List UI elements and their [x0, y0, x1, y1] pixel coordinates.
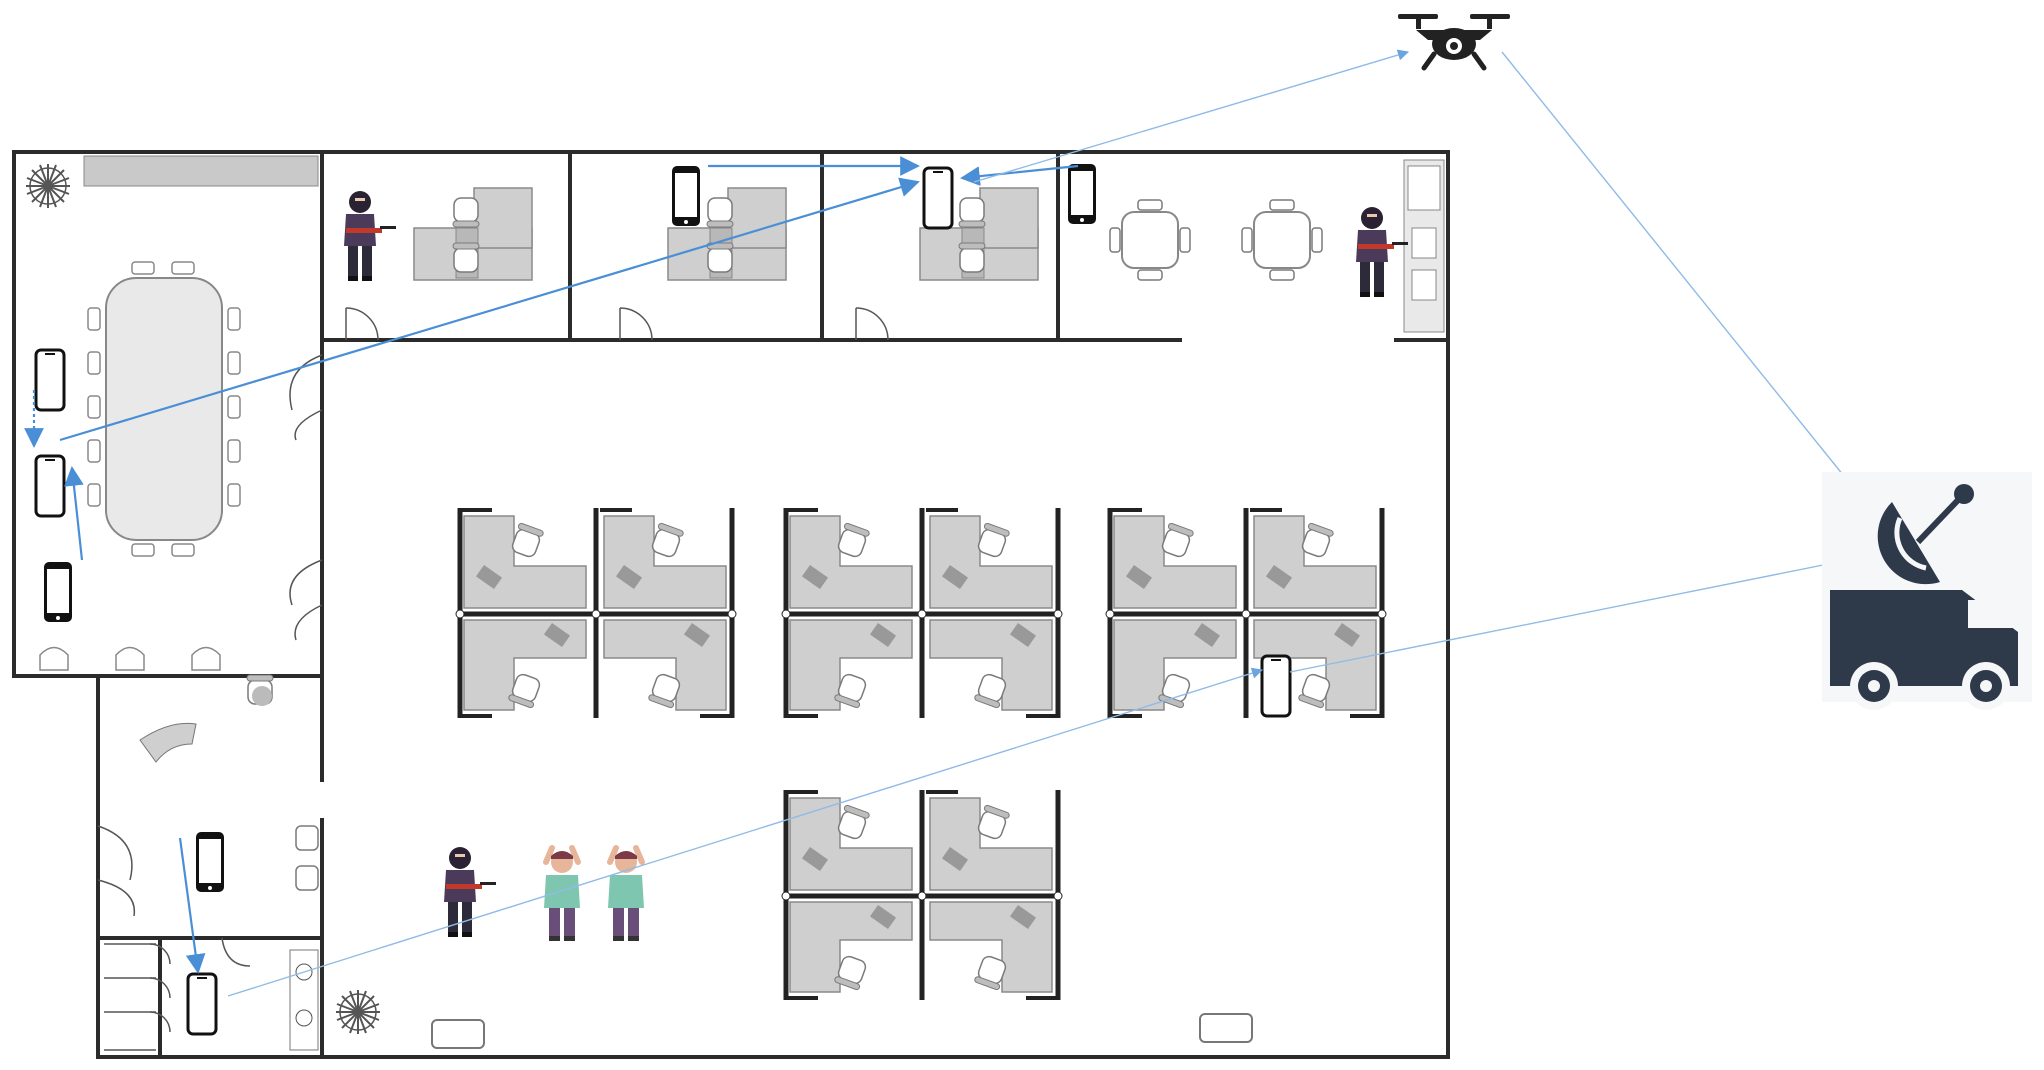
smartphone-icon	[196, 832, 224, 892]
smartphone-icon	[672, 166, 700, 226]
window-counter	[83, 155, 319, 187]
hostage-icon	[608, 848, 644, 941]
smartphone-icon	[186, 972, 218, 1036]
office-furniture	[345, 159, 1445, 341]
armed-attacker-icon	[344, 191, 396, 281]
drone-icon	[1398, 14, 1510, 71]
plant-icon	[335, 989, 381, 1035]
lobby-furniture	[97, 674, 1253, 1051]
smartphone-icon	[34, 348, 66, 412]
plant-icon	[25, 163, 71, 209]
armed-attacker-icon	[1356, 207, 1408, 297]
conference-room	[39, 261, 323, 671]
armed-attacker-icon	[444, 847, 496, 937]
smartphone-icon	[1260, 654, 1292, 718]
smartphone-icon	[34, 454, 66, 518]
communication-links	[24, 49, 1861, 997]
smartphone-icon	[44, 562, 72, 622]
building-walls	[12, 150, 1450, 1059]
satellite-van-icon	[1822, 472, 2032, 710]
smartphone-icon	[1068, 164, 1096, 224]
cubicle-clusters	[456, 508, 1386, 1000]
smartphone-icon	[922, 166, 954, 230]
